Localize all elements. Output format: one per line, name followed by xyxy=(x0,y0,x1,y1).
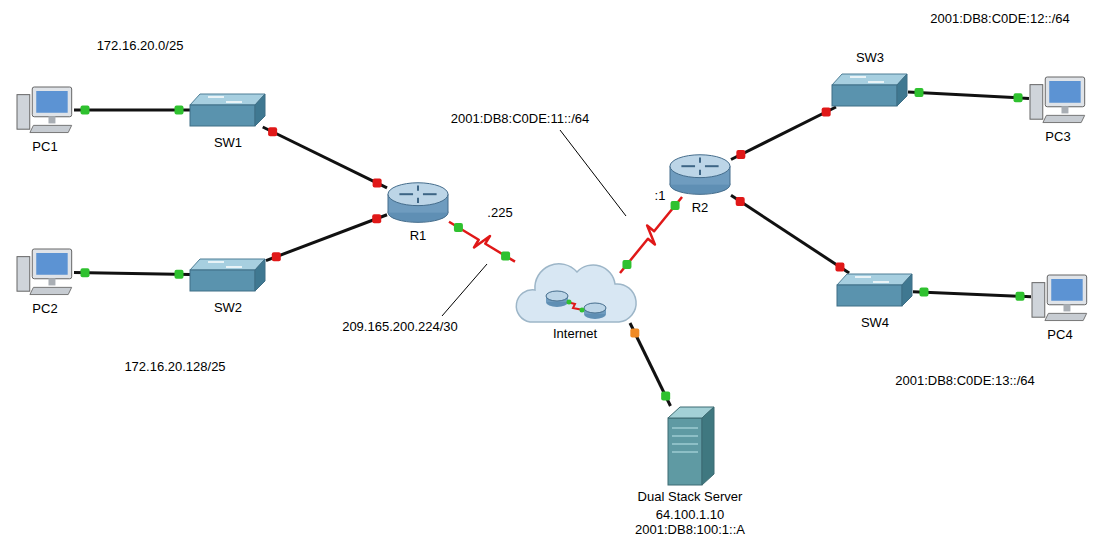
address-label: 2001:DB8:C0DE:13::/64 xyxy=(895,373,1034,388)
switch-icon-drawing xyxy=(837,273,913,307)
ethernet-link xyxy=(74,272,190,274)
ethernet-link xyxy=(913,292,1031,297)
ethernet-link xyxy=(74,109,190,112)
switch-icon: SW1 xyxy=(190,93,266,127)
ethernet-link xyxy=(263,127,387,188)
switch-icon-drawing xyxy=(190,258,266,292)
address-label: :1 xyxy=(655,188,666,203)
device-name: PC2 xyxy=(32,301,57,316)
port-status-light xyxy=(175,270,184,279)
device-name: PC3 xyxy=(1045,129,1070,144)
address-label: 2001:DB8:C0DE:12::/64 xyxy=(930,11,1069,26)
device-name: SW1 xyxy=(214,135,242,150)
port-status-light xyxy=(1014,93,1023,102)
switch-icon: SW4 xyxy=(837,273,913,307)
port-status-light xyxy=(80,268,89,277)
device-name: Internet xyxy=(553,326,597,341)
address-label: 2001:DB8:C0DE:11::/64 xyxy=(451,111,590,126)
switch-icon: SW3 xyxy=(832,73,908,107)
port-status-light xyxy=(671,201,680,210)
internet-cloud: Internet xyxy=(515,258,635,338)
port-status-light xyxy=(454,223,463,232)
pc-icon-drawing xyxy=(1031,274,1089,322)
port-status-light xyxy=(661,392,670,401)
port-status-light xyxy=(501,251,510,260)
ethernet-link xyxy=(630,323,670,406)
port-status-light xyxy=(822,107,831,116)
device-name: PC1 xyxy=(32,139,57,154)
port-status-light xyxy=(919,288,928,297)
port-status-light xyxy=(630,328,639,337)
port-status-light xyxy=(175,106,184,115)
ethernet-link xyxy=(908,92,1029,98)
switch-icon-drawing xyxy=(832,73,908,107)
address-label: .225 xyxy=(487,205,512,220)
port-status-light xyxy=(914,88,923,97)
device-name: R1 xyxy=(410,228,427,243)
pc-icon: PC2 xyxy=(16,248,74,296)
serial-link xyxy=(449,222,515,262)
pc-icon-drawing xyxy=(16,248,74,296)
router-icon-drawing xyxy=(387,181,449,225)
device-name: R2 xyxy=(692,200,709,215)
port-status-light xyxy=(622,260,631,269)
leader-line xyxy=(560,130,626,216)
port-status-light xyxy=(736,150,745,159)
port-status-light xyxy=(373,178,382,187)
pc-icon-drawing xyxy=(16,86,74,134)
server-icon: Dual Stack Server xyxy=(662,406,718,486)
port-status-light xyxy=(736,197,745,206)
pc-icon: PC1 xyxy=(16,86,74,134)
port-status-light xyxy=(268,127,277,136)
device-name: SW2 xyxy=(214,300,242,315)
server-icon-drawing xyxy=(662,406,718,486)
port-status-light xyxy=(372,214,381,223)
address-label: 172.16.20.0/25 xyxy=(97,38,184,53)
pc-icon-drawing xyxy=(1029,76,1087,124)
leader-line xyxy=(442,264,487,316)
port-status-light xyxy=(81,106,90,115)
address-label: 172.16.20.128/25 xyxy=(124,359,225,374)
router-icon: R1 xyxy=(387,181,449,225)
device-name: PC4 xyxy=(1047,327,1072,342)
switch-icon: SW2 xyxy=(190,258,266,292)
device-name: Dual Stack Server xyxy=(638,489,743,504)
ethernet-link xyxy=(266,215,387,261)
port-status-light xyxy=(1016,292,1025,301)
pc-icon: PC4 xyxy=(1031,274,1089,322)
ethernet-link xyxy=(731,195,849,273)
address-label: 2001:DB8:100:1::A xyxy=(635,522,745,537)
router-icon: R2 xyxy=(669,153,731,197)
address-label: 209.165.200.224/30 xyxy=(342,319,458,334)
switch-icon-drawing xyxy=(190,93,266,127)
device-name: SW4 xyxy=(861,315,889,330)
address-label: 64.100.1.10 xyxy=(656,507,725,522)
device-name: SW3 xyxy=(856,50,884,65)
ethernet-link xyxy=(731,107,836,160)
serial-link xyxy=(620,197,682,273)
router-icon-drawing xyxy=(669,153,731,197)
port-status-light xyxy=(835,262,844,271)
port-status-light xyxy=(272,252,281,261)
pc-icon: PC3 xyxy=(1029,76,1087,124)
